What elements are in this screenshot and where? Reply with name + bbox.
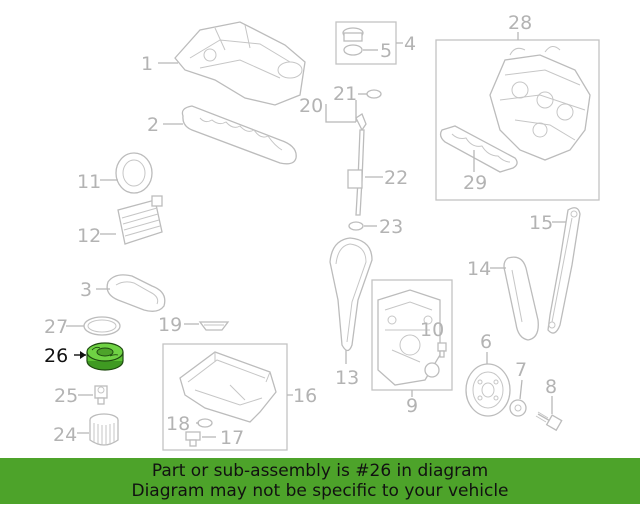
label-25: 25 — [54, 385, 78, 407]
label-29: 29 — [463, 172, 487, 194]
part-10-bolt — [437, 342, 447, 358]
part-29-manifold-gasket — [439, 125, 518, 173]
label-20: 20 — [299, 95, 323, 117]
part-19-baffle — [198, 321, 230, 331]
label-27: 27 — [44, 316, 68, 338]
part-10-seal — [424, 362, 440, 378]
label-15: 15 — [529, 212, 553, 234]
banner-line-2: Diagram may not be specific to your vehi… — [131, 481, 509, 501]
label-7: 7 — [515, 359, 527, 381]
label-12: 12 — [77, 225, 101, 247]
label-21: 21 — [333, 83, 357, 105]
leader-20 — [325, 104, 356, 123]
label-1: 1 — [141, 53, 153, 75]
label-18: 18 — [166, 413, 190, 435]
part-11-oil-seal — [115, 152, 153, 194]
part-13-timing-chain — [329, 237, 373, 352]
parts-diagram: 1 2 5 4 28 29 20 21 22 23 11 — [44, 12, 600, 451]
label-17: 17 — [220, 427, 244, 449]
label-6: 6 — [480, 331, 492, 353]
label-22: 22 — [384, 167, 408, 189]
label-26[interactable]: 26 — [44, 345, 68, 367]
part-12-separator — [117, 195, 163, 245]
info-banner: Part or sub-assembly is #26 in diagram D… — [0, 458, 640, 504]
part-21-o-ring — [366, 89, 382, 99]
part-3-gasket — [106, 274, 166, 312]
part-14-tensioner-arm — [503, 256, 539, 341]
part-17-drain-plug — [185, 431, 201, 447]
part-2-gasket — [181, 105, 297, 165]
label-3: 3 — [80, 279, 92, 301]
label-24: 24 — [53, 424, 77, 446]
part-1-cylinder-head-cover — [174, 21, 306, 106]
part-5-seal — [343, 44, 363, 56]
part-16-oil-pan — [179, 351, 277, 423]
arrow-26-icon — [80, 351, 86, 359]
label-4: 4 — [404, 33, 416, 55]
label-13: 13 — [335, 367, 359, 389]
label-2: 2 — [147, 114, 159, 136]
part-16-bracket — [162, 343, 288, 451]
label-9: 9 — [406, 395, 418, 417]
label-23: 23 — [379, 216, 403, 238]
part-28-intake-manifold — [489, 46, 591, 161]
label-11: 11 — [77, 171, 101, 193]
part-8-crank-bolt — [535, 411, 563, 432]
part-7-washer — [509, 399, 527, 417]
part-18-washer — [197, 418, 213, 428]
part-23-o-ring — [348, 221, 364, 231]
part-24-oil-filter — [89, 413, 119, 446]
label-10: 10 — [420, 319, 444, 341]
label-16: 16 — [293, 385, 317, 407]
label-14: 14 — [467, 258, 491, 280]
label-5: 5 — [380, 40, 392, 62]
part-6-crank-pulley — [465, 363, 511, 417]
part-26-oil-cooler[interactable] — [86, 342, 124, 371]
part-25-pressure-switch — [94, 385, 108, 405]
part-22-dipstick — [347, 113, 367, 216]
label-8: 8 — [545, 376, 557, 398]
label-19: 19 — [158, 314, 182, 336]
label-28: 28 — [508, 12, 532, 34]
banner-line-1: Part or sub-assembly is #26 in diagram — [151, 461, 489, 481]
